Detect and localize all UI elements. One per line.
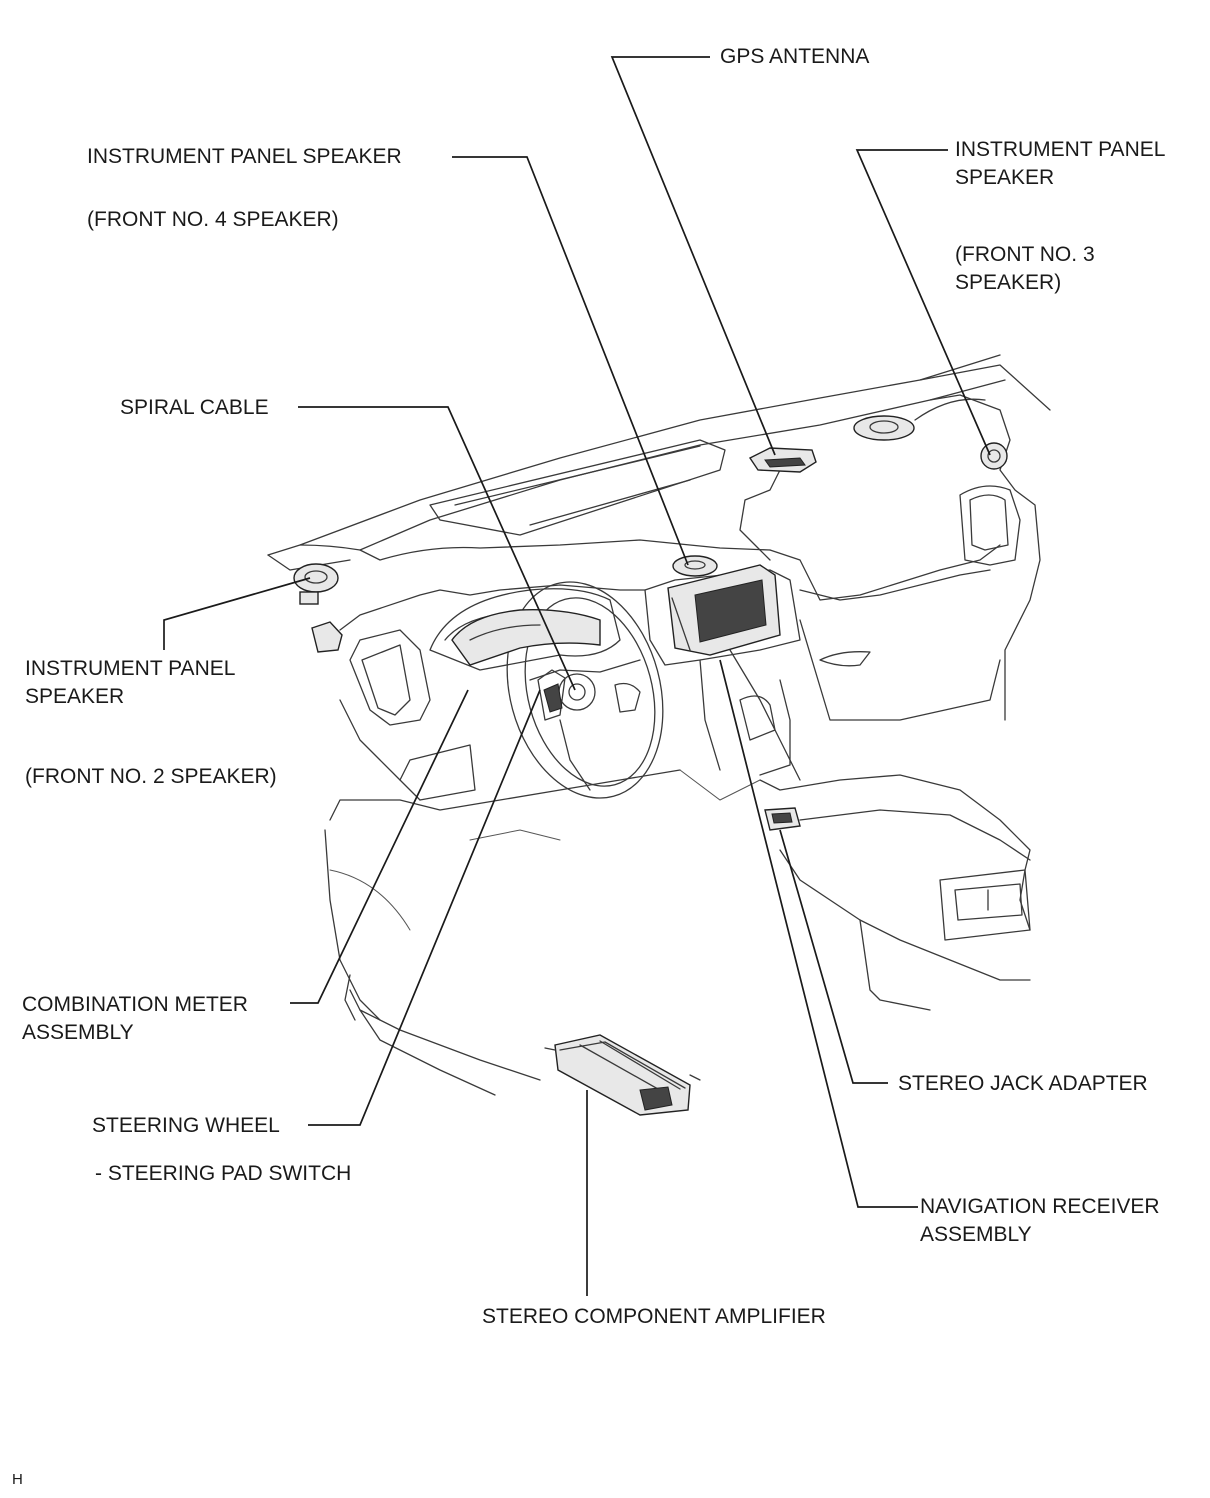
label-stereo-amplifier: STEREO COMPONENT AMPLIFIER <box>482 1305 826 1328</box>
leader-ip-speaker-front4 <box>452 156 689 566</box>
label-steering-pad-switch: - STEERING PAD SWITCH <box>95 1162 352 1185</box>
combination-meter-part <box>451 609 601 666</box>
label-ip-speaker-front4: INSTRUMENT PANEL SPEAKER <box>87 145 402 168</box>
stereo-jack-adapter-part <box>764 807 801 831</box>
label-ip-speaker-front2-sub: (FRONT NO. 2 SPEAKER) <box>25 765 277 788</box>
leader-combination-meter <box>290 689 469 1004</box>
label-steering-wheel: STEERING WHEEL <box>92 1114 280 1137</box>
label-combination-meter: COMBINATION METER ASSEMBLY <box>22 993 248 1044</box>
dashboard-drawing <box>267 354 1051 1096</box>
label-ip-speaker-front4-sub: (FRONT NO. 4 SPEAKER) <box>87 208 339 231</box>
label-spiral-cable: SPIRAL CABLE <box>120 396 269 419</box>
stereo-amplifier-part <box>544 1034 701 1116</box>
label-ip-speaker-front3-sub: (FRONT NO. 3 SPEAKER) <box>955 243 1095 294</box>
label-stereo-jack-adapter: STEREO JACK ADAPTER <box>898 1072 1148 1095</box>
instrument-panel-top-speaker-part <box>853 415 915 441</box>
label-gps-antenna: GPS ANTENNA <box>720 45 870 68</box>
leader-ip-speaker-front3 <box>855 149 991 456</box>
leader-gps-antenna <box>610 56 776 456</box>
front-no2-speaker-part <box>293 563 343 653</box>
label-navigation-receiver: NAVIGATION RECEIVER ASSEMBLY <box>920 1195 1160 1246</box>
front-no4-speaker-part <box>672 555 718 577</box>
navigation-receiver-part <box>667 564 781 656</box>
leader-steering-wheel <box>308 689 541 1126</box>
leader-lines <box>163 56 991 1296</box>
front-no3-speaker-part <box>980 442 1008 470</box>
steering-pad-switch-part <box>543 683 563 713</box>
figure-code: H <box>12 1471 23 1488</box>
label-ip-speaker-front2: INSTRUMENT PANEL SPEAKER <box>25 657 236 708</box>
gps-antenna-part <box>748 447 817 473</box>
leader-ip-speaker-front2 <box>163 577 311 650</box>
leader-stereo-jack-adapter <box>779 829 888 1084</box>
leader-navigation-receiver <box>719 659 918 1208</box>
leader-spiral-cable <box>298 406 576 691</box>
label-ip-speaker-front3: INSTRUMENT PANEL SPEAKER <box>955 138 1166 189</box>
